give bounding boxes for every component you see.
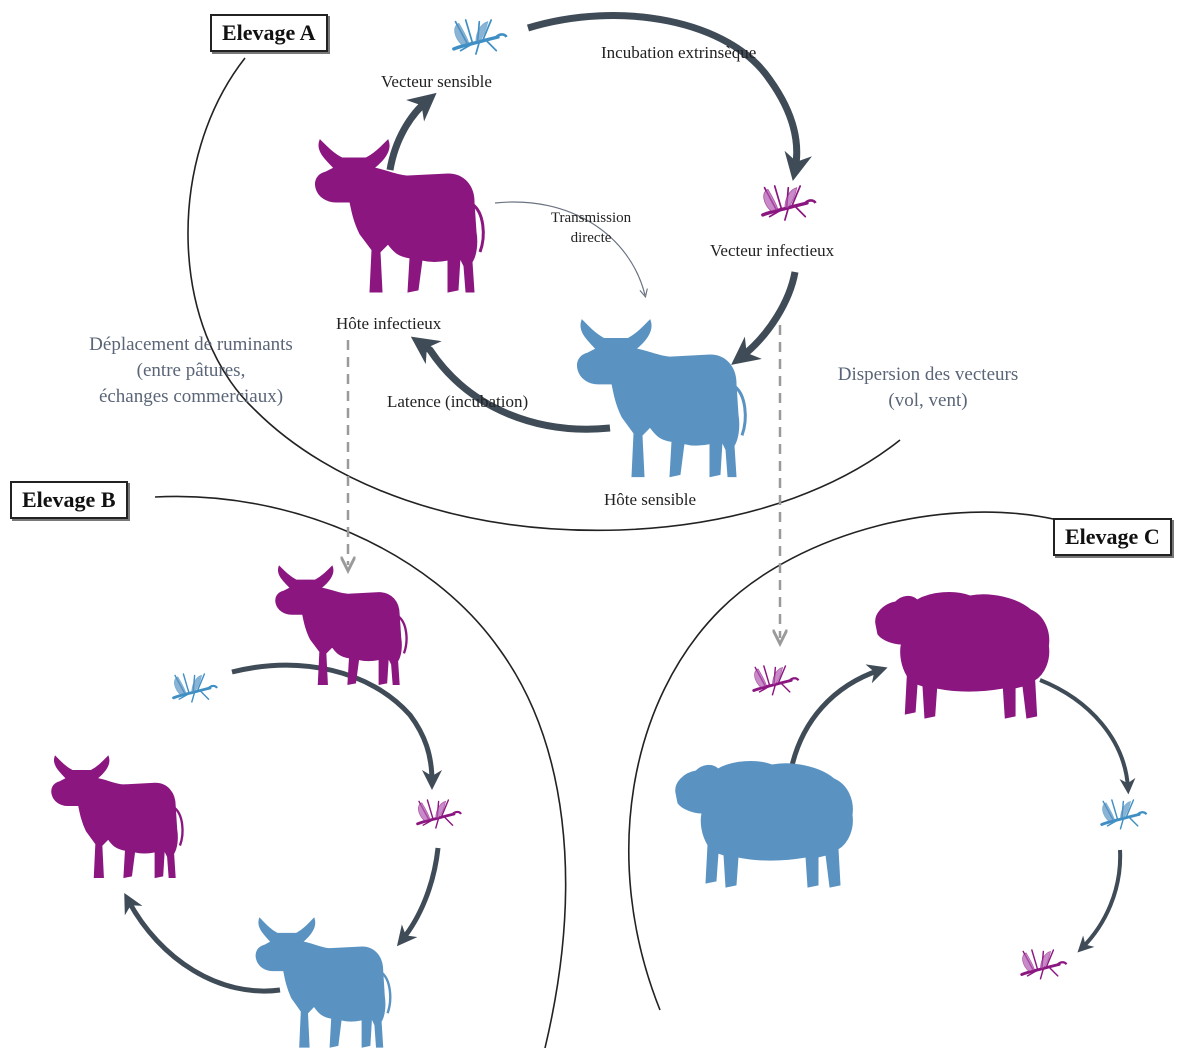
label-latency: Latence (incubation) bbox=[387, 392, 529, 411]
label-ruminant-movement-line3: échanges commerciaux) bbox=[98, 386, 284, 407]
label-ruminant-movement-line1: Déplacement de ruminants bbox=[89, 334, 293, 355]
midge-vector-icon bbox=[1100, 798, 1148, 831]
midge-vector-icon bbox=[1020, 948, 1068, 981]
sheep-silhouette-icon bbox=[675, 761, 853, 888]
arrow-direct-transmission bbox=[494, 201, 645, 295]
label-extrinsic-incubation: Incubation extrinsèque bbox=[601, 43, 757, 62]
midge-vector-icon bbox=[172, 672, 219, 704]
arrow-c-vector-to-infectious bbox=[1077, 849, 1123, 953]
midge-vector-icon bbox=[416, 798, 463, 830]
arrow-host-to-vector bbox=[386, 92, 437, 171]
label-vector-dispersal-line2: (vol, vent) bbox=[888, 390, 968, 411]
midge-vector-icon bbox=[752, 664, 800, 697]
label-vector-dispersal-line1: Dispersion des vecteurs bbox=[837, 364, 1019, 385]
farm-a-label: Elevage A bbox=[210, 14, 328, 52]
arrow-c-sheep-to-sheep bbox=[787, 664, 888, 776]
arrow-infectious-vector-to-host bbox=[731, 271, 799, 365]
arrow-b-infectious-vector-to-host bbox=[396, 847, 441, 947]
label-infectious-vector: Vecteur infectieux bbox=[710, 241, 835, 260]
farm-b-label: Elevage B bbox=[10, 481, 128, 519]
arrow-latency bbox=[410, 336, 611, 433]
label-direct-transmission-line2: directe bbox=[570, 230, 612, 246]
farm-c-label: Elevage C bbox=[1053, 518, 1172, 556]
arrow-b-latency bbox=[124, 892, 281, 994]
midge-vector-icon bbox=[761, 184, 818, 222]
arrow-b-vector-to-infectious bbox=[231, 662, 442, 790]
cow-silhouette-icon bbox=[575, 318, 747, 479]
arrow-c-host-to-vector bbox=[1039, 678, 1136, 795]
farm-b-boundary bbox=[154, 495, 567, 1048]
farm-c-boundary bbox=[628, 511, 1059, 1011]
label-direct-transmission: Transmission directe bbox=[530, 208, 652, 248]
sheep-silhouette-icon bbox=[875, 592, 1050, 719]
farm-a-boundary bbox=[187, 57, 901, 532]
label-infectious-host: Hôte infectieux bbox=[336, 314, 442, 333]
cow-silhouette-icon bbox=[254, 916, 392, 1048]
cow-silhouette-icon bbox=[50, 754, 184, 879]
arrow-vector-to-infectious-vector bbox=[526, 12, 813, 181]
midge-vector-icon bbox=[452, 18, 509, 56]
label-susceptible-host: Hôte sensible bbox=[604, 490, 697, 509]
label-ruminant-movement-line2: (entre pâtures, bbox=[136, 360, 246, 381]
label-ruminant-movement: Déplacement de ruminants (entre pâtures,… bbox=[52, 332, 330, 410]
label-direct-transmission-line1: Transmission bbox=[550, 210, 632, 226]
label-susceptible-vector: Vecteur sensible bbox=[381, 72, 492, 91]
cow-silhouette-icon bbox=[313, 138, 485, 294]
label-vector-dispersal: Dispersion des vecteurs (vol, vent) bbox=[800, 362, 1056, 414]
